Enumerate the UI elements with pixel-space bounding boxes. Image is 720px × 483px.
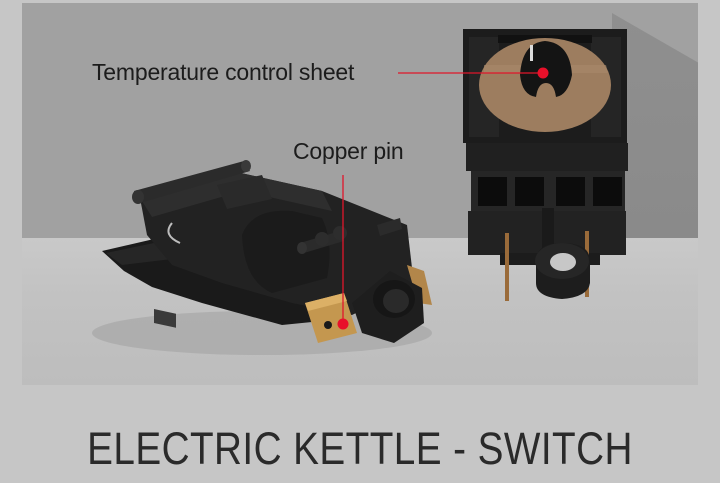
product-title: ELECTRIC KETTLE - SWITCH — [87, 423, 633, 474]
right-switch-image — [463, 29, 628, 301]
temperature-pointer-dot — [537, 67, 549, 79]
copper-pin-label: Copper pin — [293, 138, 404, 164]
product-photo-panel: Temperature control sheet Copper pin — [22, 3, 698, 385]
switch-illustration — [92, 29, 628, 355]
annotation-pointers — [337, 67, 549, 330]
copper-pointer-dot — [337, 318, 349, 330]
temperature-control-sheet-label: Temperature control sheet — [92, 59, 355, 85]
left-switch-image — [92, 160, 432, 355]
